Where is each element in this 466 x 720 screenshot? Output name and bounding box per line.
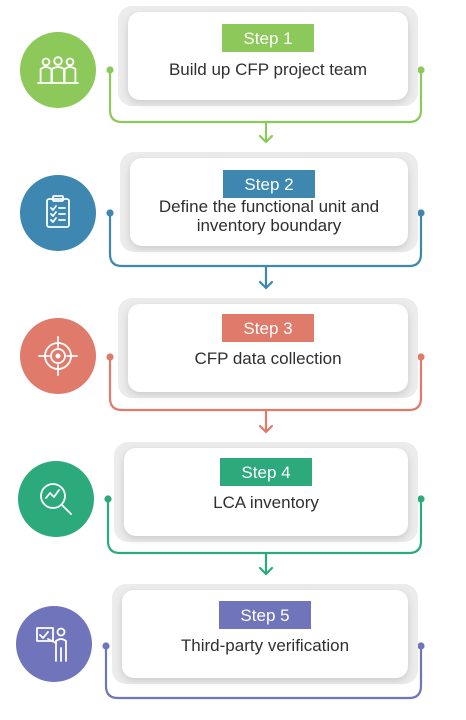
step-3: Step 3 CFP data collection bbox=[20, 298, 425, 434]
bracket-dot-right bbox=[417, 66, 425, 74]
step-badge bbox=[220, 458, 312, 486]
step-badge-label: Step 3 bbox=[243, 319, 292, 338]
bracket-dot-left bbox=[102, 642, 110, 650]
step-icon-circle bbox=[18, 461, 94, 537]
step-description: Build up CFP project team bbox=[169, 60, 367, 79]
target-icon bbox=[38, 336, 78, 376]
presenter-board-icon bbox=[36, 627, 67, 662]
bracket-dot-left bbox=[106, 209, 114, 217]
step-description: Define the functional unit and bbox=[159, 197, 379, 216]
step-badge bbox=[222, 24, 314, 52]
step-1: Step 1 Build up CFP project team bbox=[20, 6, 425, 144]
step-2: Step 2 Define the functional unit andinve… bbox=[20, 152, 425, 290]
step-icon-circle bbox=[20, 175, 96, 251]
step-4-bracket bbox=[106, 499, 423, 555]
step-card bbox=[124, 448, 408, 536]
bracket-dot-right bbox=[417, 642, 425, 650]
step-badge-label: Step 2 bbox=[244, 175, 293, 194]
step-icon-circle bbox=[16, 606, 92, 682]
step-badge-label: Step 4 bbox=[241, 463, 290, 482]
step-badge bbox=[222, 314, 314, 342]
bracket-dot-right bbox=[417, 209, 425, 217]
step-card bbox=[128, 12, 408, 100]
arrow-head bbox=[258, 424, 274, 434]
step-badge-label: Step 1 bbox=[243, 29, 292, 48]
step-description: LCA inventory bbox=[213, 493, 319, 512]
bracket-dot-right bbox=[417, 495, 425, 503]
team-icon bbox=[37, 56, 79, 84]
arrow-head bbox=[258, 280, 274, 290]
step-description: CFP data collection bbox=[194, 349, 341, 368]
step-description: inventory boundary bbox=[197, 216, 342, 235]
step-icon-circle bbox=[20, 32, 96, 108]
bracket-dot-left bbox=[106, 66, 114, 74]
arrow-head bbox=[258, 134, 274, 144]
step-card bbox=[122, 590, 408, 678]
step-5-bracket bbox=[104, 646, 423, 700]
step-5: Step 5 Third-party verification bbox=[16, 584, 425, 700]
step-card bbox=[130, 158, 408, 246]
bracket-dot-left bbox=[106, 353, 114, 361]
step-badge-label: Step 5 bbox=[240, 606, 289, 625]
arrow-head bbox=[258, 566, 274, 576]
bracket-dot-right bbox=[417, 353, 425, 361]
step-badge bbox=[223, 170, 315, 198]
bracket-dot-left bbox=[104, 495, 112, 503]
checklist-icon bbox=[46, 195, 70, 228]
magnifier-chart-icon bbox=[40, 483, 72, 515]
step-badge bbox=[219, 601, 311, 629]
step-card bbox=[128, 304, 408, 392]
step-4: Step 4 LCA inventory bbox=[18, 442, 425, 576]
step-description: Third-party verification bbox=[181, 636, 349, 655]
